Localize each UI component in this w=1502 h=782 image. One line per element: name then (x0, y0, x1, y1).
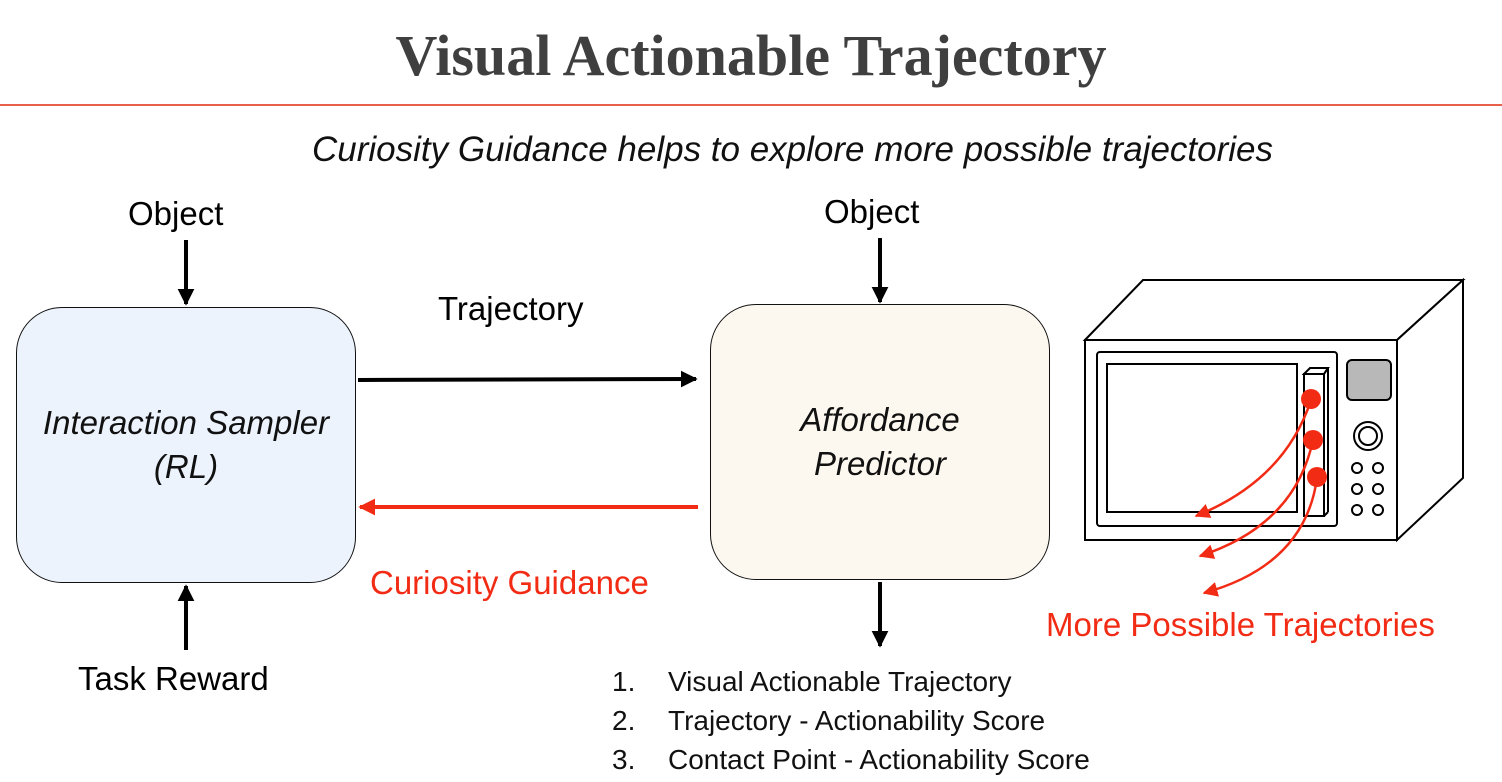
trajectory-curve-1 (1194, 399, 1313, 518)
trajectory-curve-2 (1198, 439, 1315, 559)
microwave-front-face (1084, 339, 1398, 541)
possible-trajectories (1194, 399, 1319, 597)
sampler-object-label: Object (128, 195, 224, 232)
microwave-illustration (1082, 277, 1466, 543)
microwave-dial (1353, 421, 1383, 451)
trajectory-label: Trajectory (438, 290, 584, 327)
trajectory-arrow (357, 370, 698, 388)
list-item: 2.Trajectory - Actionability Score (612, 705, 1046, 736)
sampler-name: Interaction Sampler (42, 404, 330, 441)
affordance-predictor-box: Affordance Predictor (710, 304, 1050, 580)
subtitle: Curiosity Guidance helps to explore more… (311, 130, 1273, 169)
list-item: 3.Contact Point - Actionability Score (612, 744, 1090, 775)
interaction-sampler-box: Interaction Sampler (RL) (16, 307, 356, 583)
predictor-name-line1: Affordance (800, 401, 960, 438)
more-trajectories-label: More Possible Trajectories (1046, 606, 1435, 643)
title-divider (0, 104, 1502, 106)
sampler-subname: (RL) (153, 448, 219, 485)
trajectory-curve-3 (1202, 477, 1319, 597)
list-item: 1.Visual Actionable Trajectory (612, 666, 1012, 697)
curiosity-guidance-label: Curiosity Guidance (370, 564, 649, 601)
contact-points (1301, 389, 1327, 487)
microwave-display (1346, 359, 1392, 401)
outputs-list: 1.Visual Actionable Trajectory 2.Traject… (612, 662, 1090, 779)
microwave-door (1096, 351, 1338, 527)
task-reward-label: Task Reward (78, 660, 269, 697)
predictor-name-line2: Predictor (813, 445, 947, 482)
predictor-object-label: Object (824, 193, 920, 230)
page-title: Visual Actionable Trajectory (395, 23, 1107, 88)
